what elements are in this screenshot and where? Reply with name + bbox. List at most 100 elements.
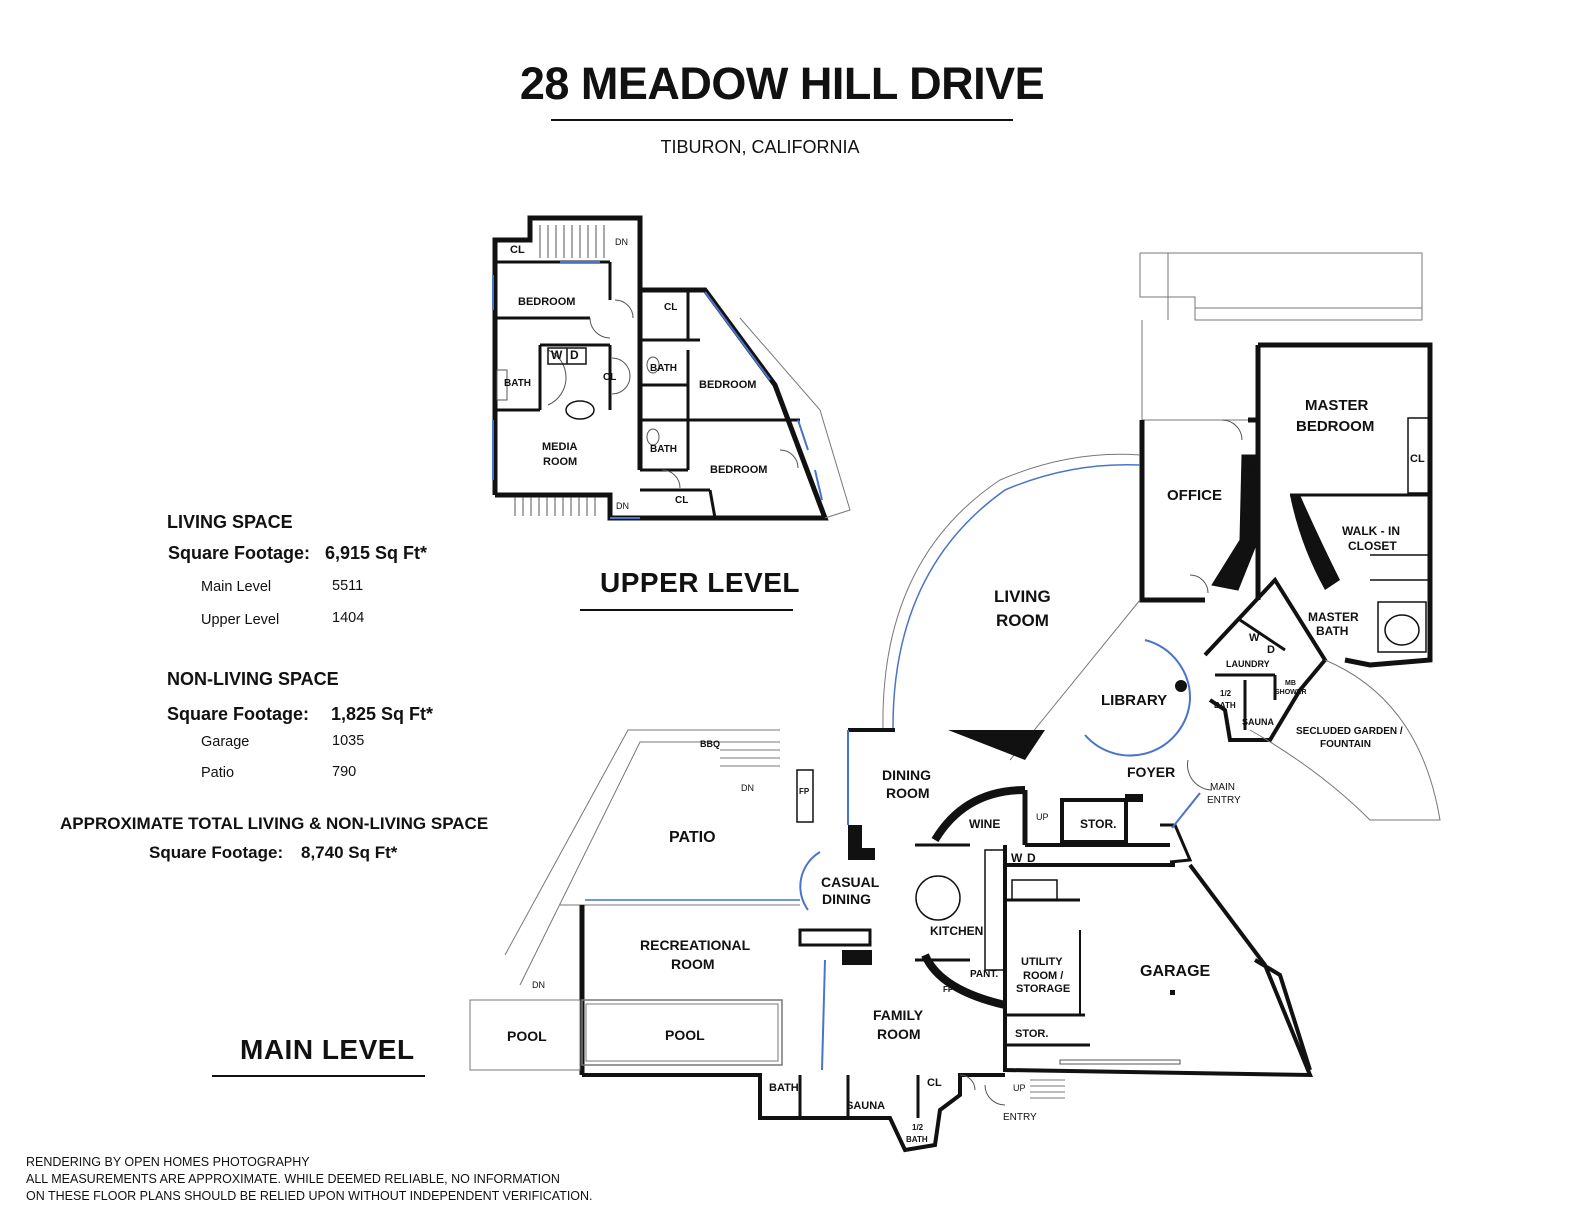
label-dining-1: DINING: [882, 767, 931, 783]
label-dryer: D: [570, 348, 579, 362]
label-half-bath-1: 1/2: [1220, 689, 1232, 698]
label-media-1: MEDIA: [542, 441, 578, 453]
label-walkin-2: CLOSET: [1348, 539, 1397, 553]
label-dining-2: ROOM: [886, 785, 930, 801]
label-cl-2: CL: [664, 302, 677, 313]
label-mb-2: SHOWER: [1275, 689, 1307, 696]
label-casual-1: CASUAL: [821, 874, 880, 890]
upper-level-label: Upper Level: [201, 612, 280, 628]
label-rec-2: ROOM: [671, 956, 715, 972]
label-dn-bottom: DN: [616, 501, 629, 511]
label-utility-2: ROOM /: [1023, 970, 1063, 982]
label-fp-patio: FP: [799, 787, 810, 796]
label-garden-2: FOUNTAIN: [1320, 739, 1371, 750]
non-living-sqft-label: Square Footage:: [167, 704, 310, 724]
label-office: OFFICE: [1167, 487, 1222, 504]
label-laundry: LAUNDRY: [1226, 659, 1270, 669]
label-bbq: BBQ: [700, 739, 720, 749]
label-cl-top: CL: [510, 244, 525, 256]
main-level-value: 5511: [332, 578, 364, 594]
non-living-sqft-value: 1,825 Sq Ft*: [331, 704, 434, 724]
disclaimer: RENDERING BY OPEN HOMES PHOTOGRAPHY ALL …: [26, 1154, 593, 1205]
upper-level-value: 1404: [332, 610, 365, 626]
label-dryer-main: D: [1267, 644, 1275, 656]
label-utility-1: UTILITY: [1021, 956, 1063, 968]
label-living-1: LIVING: [994, 587, 1051, 606]
label-bath-2: BATH: [650, 363, 677, 374]
label-cl-master: CL: [1410, 453, 1425, 465]
label-walkin-1: WALK - IN: [1342, 524, 1400, 538]
total-sqft-value: 8,740 Sq Ft*: [301, 843, 398, 862]
page-subtitle: TIBURON, CALIFORNIA: [660, 137, 860, 157]
title-underline: [551, 119, 1013, 121]
label-half-bath-b2: BATH: [906, 1135, 928, 1144]
garage-label: Garage: [201, 734, 250, 750]
upper-level-title: UPPER LEVEL: [600, 567, 800, 598]
label-fp-family: FP: [943, 985, 954, 994]
label-sauna-bottom: SAUNA: [846, 1100, 885, 1112]
patio-label: Patio: [201, 765, 235, 781]
label-rec-1: RECREATIONAL: [640, 937, 751, 953]
label-garage: GARAGE: [1140, 963, 1211, 980]
non-living-heading: NON-LIVING SPACE: [167, 669, 339, 689]
label-master-bedroom-1: MASTER: [1305, 397, 1369, 414]
label-fp-2: FP: [1242, 497, 1253, 506]
living-space-heading: LIVING SPACE: [167, 512, 293, 532]
patio-value: 790: [332, 764, 357, 780]
label-casual-2: DINING: [822, 891, 871, 907]
label-master-bath-1: MASTER: [1308, 610, 1359, 624]
label-stor-1: STOR.: [1080, 817, 1116, 831]
upper-level-plan: [492, 215, 851, 521]
label-bedroom-2: BEDROOM: [699, 379, 756, 391]
label-dn-top: DN: [615, 237, 628, 247]
label-washer-garage: W: [1011, 851, 1023, 865]
main-level-labels: MASTER BEDROOM CL FP FP OFFICE WALK - IN…: [507, 397, 1425, 1144]
label-stor-2: STOR.: [1015, 1028, 1048, 1040]
label-wine: WINE: [969, 817, 1000, 831]
label-cl-bottom: CL: [927, 1077, 942, 1089]
label-pool-main: POOL: [665, 1027, 705, 1043]
upper-level-labels: CL DN BEDROOM CL W D BATH CL BATH BEDROO…: [504, 237, 767, 511]
label-main-entry-2: ENTRY: [1207, 795, 1241, 806]
label-up-entry: UP: [1013, 1083, 1026, 1093]
total-heading: APPROXIMATE TOTAL LIVING & NON-LIVING SP…: [60, 814, 489, 833]
main-level-underline: [212, 1075, 425, 1077]
label-sauna-upper: SAUNA: [1242, 717, 1275, 727]
label-half-bath-b1: 1/2: [912, 1123, 924, 1132]
main-level-label: Main Level: [201, 579, 272, 595]
upper-level-underline: [580, 609, 793, 611]
disclaimer-line-3: ON THESE FLOOR PLANS SHOULD BE RELIED UP…: [26, 1189, 593, 1203]
garage-value: 1035: [332, 733, 365, 749]
label-pantry: PANT.: [970, 969, 998, 980]
label-master-bath-2: BATH: [1316, 624, 1348, 638]
label-patio: PATIO: [669, 829, 716, 846]
label-master-bedroom-2: BEDROOM: [1296, 418, 1374, 435]
label-dn-pool: DN: [532, 980, 545, 990]
label-up-stor: UP: [1036, 812, 1049, 822]
label-washer: W: [551, 348, 563, 362]
label-bedroom-1: BEDROOM: [518, 296, 575, 308]
label-bath-3: BATH: [650, 444, 677, 455]
living-sqft-label: Square Footage:: [168, 543, 311, 563]
disclaimer-line-1: RENDERING BY OPEN HOMES PHOTOGRAPHY: [26, 1155, 310, 1169]
main-level-plan: [469, 252, 1441, 1153]
main-level-title: MAIN LEVEL: [240, 1034, 415, 1065]
label-fp-1: FP: [1248, 464, 1259, 473]
label-cl-4: CL: [675, 495, 688, 506]
label-family-1: FAMILY: [873, 1007, 924, 1023]
label-kitchen: KITCHEN: [930, 924, 983, 938]
living-sqft-value: 6,915 Sq Ft*: [325, 543, 428, 563]
label-mb-1: MB: [1285, 680, 1296, 687]
label-bath-1: BATH: [504, 378, 531, 389]
disclaimer-line-2: ALL MEASUREMENTS ARE APPROXIMATE. WHILE …: [26, 1172, 560, 1186]
label-entry: ENTRY: [1003, 1112, 1037, 1123]
label-dryer-garage: D: [1027, 851, 1036, 865]
page-title: 28 MEADOW HILL DRIVE: [519, 58, 1045, 109]
label-cl-3: CL: [603, 372, 616, 383]
label-utility-3: STORAGE: [1016, 983, 1070, 995]
total-sqft-label: Square Footage:: [149, 843, 284, 862]
label-bedroom-3: BEDROOM: [710, 464, 767, 476]
label-bath-bottom: BATH: [769, 1082, 799, 1094]
label-library: LIBRARY: [1101, 692, 1167, 709]
